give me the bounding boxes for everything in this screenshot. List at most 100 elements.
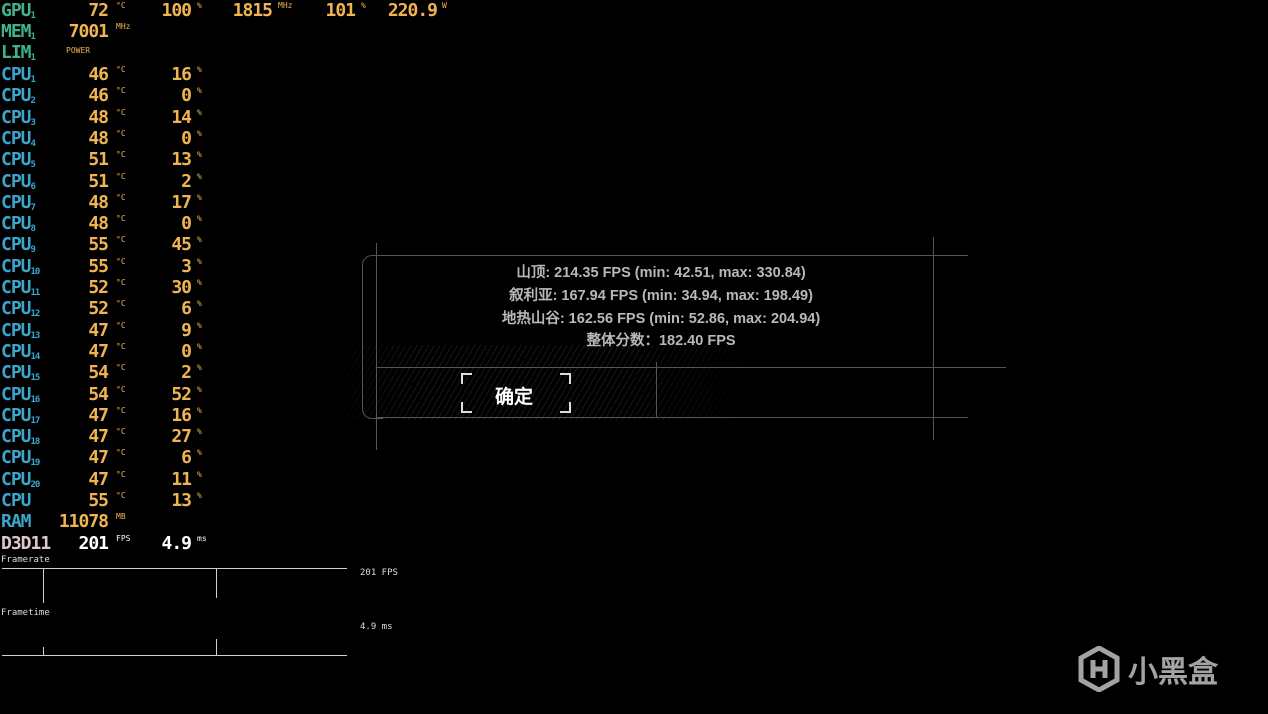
cpu-label: CPU6 bbox=[1, 170, 36, 192]
framerate-graph-line bbox=[2, 568, 347, 569]
cpu-usage: 6 bbox=[181, 298, 192, 320]
unit: % bbox=[197, 256, 202, 266]
unit: ms bbox=[197, 534, 207, 543]
unit: °C bbox=[116, 278, 126, 287]
cpu-label: CPU13 bbox=[1, 319, 40, 341]
unit: MB bbox=[116, 512, 126, 521]
confirm-button[interactable]: 确定 bbox=[461, 373, 571, 413]
unit: % bbox=[197, 214, 202, 224]
unit: °C bbox=[116, 235, 126, 245]
cpu-temp: 47 bbox=[88, 404, 109, 426]
unit: °C bbox=[116, 299, 126, 309]
cpu-label: CPU bbox=[1, 490, 31, 511]
unit: % bbox=[197, 1, 202, 10]
cpu-temp: 48 bbox=[88, 191, 109, 213]
unit: FPS bbox=[116, 534, 131, 543]
unit: % bbox=[197, 491, 202, 500]
watermark-logo: 小黑盒 bbox=[1078, 646, 1218, 692]
unit: % bbox=[197, 341, 202, 351]
unit: W bbox=[442, 1, 447, 10]
cpu-label: CPU8 bbox=[1, 213, 36, 235]
cpu-usage: 27 bbox=[171, 426, 192, 448]
unit: % bbox=[197, 235, 202, 245]
cpu-temp: 47 bbox=[88, 319, 109, 341]
frametime-value: 4.9 bbox=[161, 533, 191, 554]
frametime-graph-line bbox=[2, 655, 347, 656]
cpu-usage: 2 bbox=[181, 362, 192, 384]
cpu-temp: 52 bbox=[88, 277, 109, 298]
cpu-label: CPU16 bbox=[1, 383, 40, 405]
divider bbox=[376, 367, 1006, 368]
cpu-label: CPU14 bbox=[1, 340, 40, 362]
hatch-decoration bbox=[330, 345, 750, 420]
unit: % bbox=[197, 150, 202, 160]
cpu-usage: 0 bbox=[181, 340, 192, 362]
unit: °C bbox=[116, 1, 126, 10]
unit: % bbox=[197, 299, 202, 309]
unit: °C bbox=[116, 363, 126, 373]
gpu-clock: 1815 bbox=[232, 0, 273, 21]
cpu-label: CPU20 bbox=[1, 468, 40, 490]
gpu-power-pct: 101 bbox=[325, 0, 355, 21]
cpu-temp: 46 bbox=[88, 64, 109, 85]
cpu-temp: 51 bbox=[88, 149, 109, 171]
frametime-graph-title: Frametime bbox=[1, 608, 50, 618]
mem-label: MEM1 bbox=[1, 21, 36, 42]
unit: % bbox=[197, 278, 202, 287]
d3d-row: D3D11 201 FPS 4.9 ms bbox=[0, 533, 460, 554]
cpu-usage: 45 bbox=[171, 234, 192, 256]
unit: °C bbox=[116, 491, 126, 500]
ram-row: RAM 11078 MB bbox=[0, 511, 460, 532]
cpu-usage: 6 bbox=[181, 447, 192, 469]
cpu-temp: 55 bbox=[88, 255, 109, 277]
confirm-label: 确定 bbox=[495, 387, 534, 408]
cpu-usage: 16 bbox=[171, 404, 192, 426]
framerate-graph-spike bbox=[43, 568, 44, 603]
bracket-corner bbox=[461, 373, 472, 384]
gpu-power: 220.9 bbox=[387, 0, 438, 21]
cpu-usage: 13 bbox=[171, 490, 192, 511]
unit: °C bbox=[116, 384, 126, 394]
cpu-temp: 54 bbox=[88, 383, 109, 405]
unit: °C bbox=[116, 171, 126, 181]
unit: °C bbox=[116, 107, 126, 117]
unit: °C bbox=[116, 320, 126, 330]
cpu-label: CPU19 bbox=[1, 447, 40, 469]
unit: % bbox=[197, 128, 202, 138]
gpu-temp: 72 bbox=[88, 0, 109, 21]
framerate-graph-spike bbox=[216, 568, 217, 598]
gpu-label: GPU1 bbox=[1, 0, 36, 21]
cpu-label: CPU3 bbox=[1, 106, 36, 128]
lim-row: LIM1 POWER bbox=[0, 42, 460, 63]
cpu-temp: 51 bbox=[88, 170, 109, 192]
cpu-temp: 47 bbox=[88, 447, 109, 469]
frametime-graph-spike bbox=[43, 647, 44, 655]
result-line: 地热山谷: 162.56 FPS (min: 52.86, max: 204.9… bbox=[501, 311, 821, 327]
unit: % bbox=[197, 384, 202, 394]
cpu-usage: 0 bbox=[181, 127, 192, 149]
unit: % bbox=[197, 405, 202, 415]
cpu-usage: 3 bbox=[181, 255, 192, 277]
mem-clock: 7001 bbox=[68, 21, 109, 42]
watermark-text: 小黑盒 bbox=[1128, 656, 1218, 689]
cpu-usage: 14 bbox=[171, 106, 192, 128]
divider bbox=[376, 255, 968, 256]
lim-label: LIM1 bbox=[1, 42, 36, 63]
unit: °C bbox=[116, 341, 126, 351]
unit: °C bbox=[116, 469, 126, 479]
gpu-usage: 100 bbox=[161, 0, 191, 21]
unit: °C bbox=[116, 192, 126, 202]
cpu-usage: 9 bbox=[181, 319, 192, 341]
cpu-label: CPU15 bbox=[1, 362, 40, 384]
